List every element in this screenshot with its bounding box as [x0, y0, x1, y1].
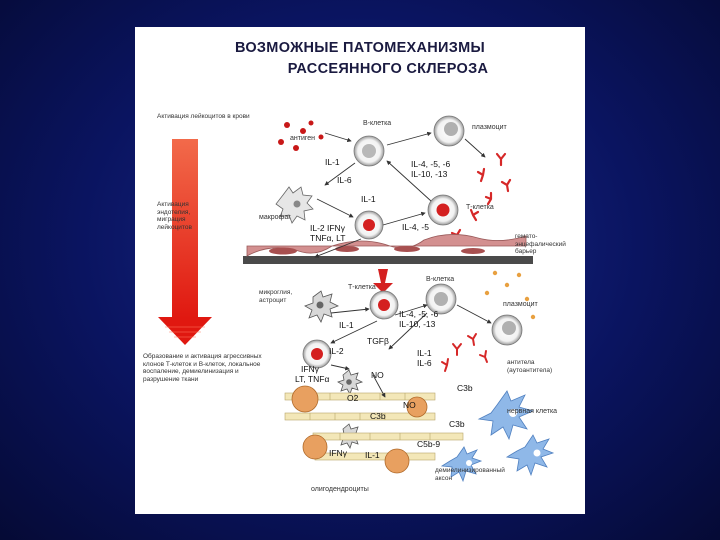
astrocyte-bottom: [337, 369, 364, 395]
plasmocyte-top: [433, 115, 465, 147]
cytokine-label: IFNγ: [329, 448, 347, 458]
stage-leukocyte-activation: Активация лейкоцитов в крови: [157, 113, 250, 120]
cytokine-label: IL-2: [329, 346, 344, 356]
label-plasmocyte-top: плазмоцит: [472, 124, 507, 131]
diagram-panel: ВОЗМОЖНЫЕ ПАТОМЕХАНИЗМЫ РАССЕЯННОГО СКЛЕ…: [135, 27, 585, 514]
t-cell-bottom-left: [302, 339, 332, 369]
title-line-1: ВОЗМОЖНЫЕ ПАТОМЕХАНИЗМЫ: [234, 40, 486, 56]
cytokine-label: C3b: [457, 383, 473, 393]
nerve-cells: [440, 390, 555, 483]
oligodendrocytes: [291, 385, 428, 474]
flow-arrows: [314, 131, 492, 398]
endothelial-barrier: [243, 234, 533, 264]
cytokine-label: IL-4, -5, -6: [411, 159, 451, 169]
cytokine-label: IL-2 IFNγ: [310, 223, 345, 233]
cytokine-label: IL-4, -5: [402, 222, 429, 232]
cytokine-label: C5b-9: [417, 439, 441, 449]
cytokine-label: TNFα, LT: [310, 233, 346, 243]
label-nerve-cell: нервная клетка: [507, 408, 558, 415]
cytokine-label: NO: [403, 400, 416, 410]
label-demyelinated-axon: демиелинизированный аксон: [435, 467, 505, 482]
cytokine-label: IL-1: [365, 450, 380, 460]
label-macrophage: макрофаг: [259, 214, 291, 221]
cytokine-label: IL-6: [417, 358, 432, 368]
cytokine-label: IL-1: [325, 157, 340, 167]
b-cell-top: [353, 135, 385, 167]
label-b-cell-top: В-клетка: [363, 120, 392, 127]
label-t-cell-bottom: Т-клетка: [348, 284, 376, 291]
cytokine-label: IL-10, -13: [411, 169, 448, 179]
cytokine-label: O2: [347, 393, 359, 403]
diagram-graphic: [158, 115, 555, 483]
cytokine-label: C3b: [370, 411, 386, 421]
antigen-dots: [278, 120, 324, 151]
t-cell-center: [354, 210, 384, 240]
nerve-cell-nuclei: [466, 409, 541, 466]
b-cell-bottom: [425, 283, 457, 315]
cytokine-label: IL-1: [417, 348, 432, 358]
migrating-t-cell: [373, 269, 393, 293]
title-line-2: РАССЕЯННОГО СКЛЕРОЗА: [287, 61, 489, 77]
label-oligodendrocytes: олигодендроциты: [311, 486, 369, 493]
label-antigen: антиген: [290, 135, 316, 142]
label-b-cell-bottom: В-клетка: [426, 276, 455, 283]
antibodies-bottom: [441, 333, 488, 372]
cytokine-label: C3b: [449, 419, 465, 429]
cytokine-label: IFNγ: [301, 364, 319, 374]
progression-arrow: [158, 139, 212, 345]
label-microglia: микроглия, астроцит: [259, 289, 293, 304]
cytokine-label: TGFβ: [367, 336, 389, 346]
cytokine-label: IL-10, -13: [399, 319, 436, 329]
complement-dots: [484, 270, 536, 320]
cytokine-label: LT, TNFα: [295, 374, 330, 384]
label-bbb: гемато-энцефалический барьер: [515, 233, 566, 255]
stage-clone-formation: Образование и активация агрессивных клон…: [143, 353, 262, 383]
axons: [284, 392, 464, 461]
cytokine-label: IL-1: [361, 194, 376, 204]
cytokine-label: NO: [371, 370, 384, 380]
cytokine-label: IL-1: [339, 320, 354, 330]
microglia-astrocyte: [304, 290, 339, 323]
cytokine-label: IL-4, -5, -6: [399, 309, 439, 319]
antibodies-top: [450, 152, 512, 243]
t-cell-lower: [369, 290, 399, 320]
stage-endothelium-activation: Активация эндотелия, миграция лейкоцитов: [157, 201, 192, 231]
label-plasmocyte-bottom: плазмоцит: [503, 301, 538, 308]
macrophage: [275, 186, 314, 224]
label-antibodies: антитела (аутоантитела): [507, 359, 553, 374]
plasmocyte-bottom: [491, 314, 523, 346]
cytokine-label: IL-6: [337, 175, 352, 185]
label-t-cell-top: Т-клетка: [466, 204, 494, 211]
t-cell-right: [427, 194, 459, 226]
